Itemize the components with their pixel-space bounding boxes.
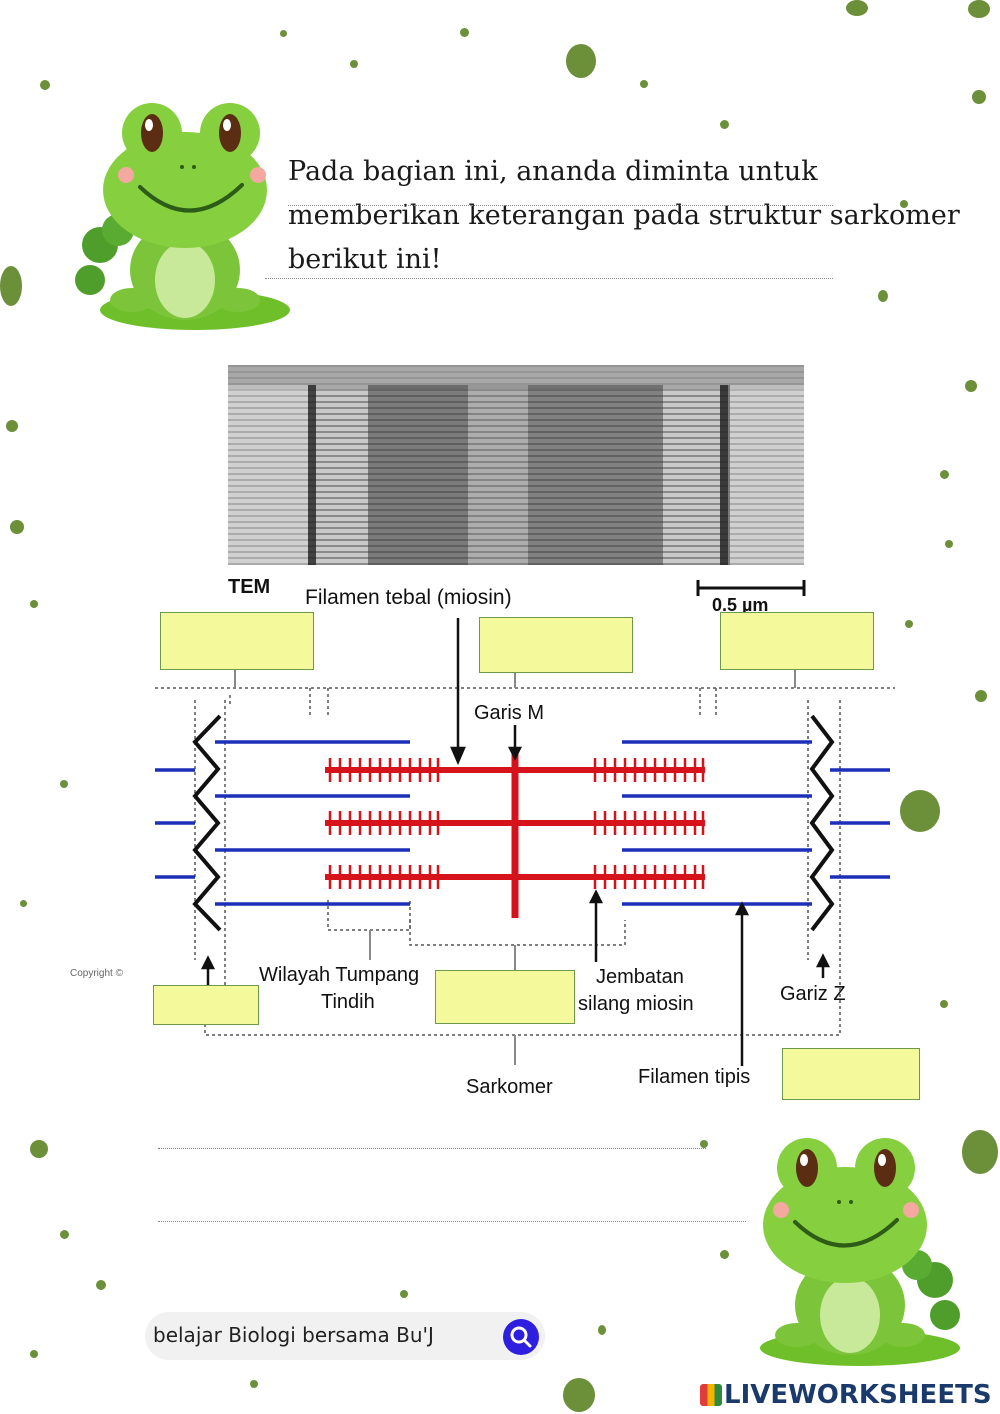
sarcomere-label: Sarkomer xyxy=(466,1076,553,1098)
speckle xyxy=(30,1140,48,1158)
answer-input-6[interactable] xyxy=(783,1049,919,1099)
instruction-line-2: memberikan keterangan pada struktur sark… xyxy=(288,200,960,231)
instruction-text: Pada bagian ini, ananda diminta untuk me… xyxy=(288,150,998,282)
speckle xyxy=(6,420,18,432)
thick-filament-label: Filamen tebal (miosin) xyxy=(305,586,512,609)
speckle xyxy=(900,790,940,832)
thin-filament-label: Filamen tipis xyxy=(638,1066,751,1088)
thin-filaments xyxy=(155,740,890,906)
speckle xyxy=(975,690,987,702)
answer-input-4[interactable] xyxy=(154,986,258,1024)
answer-box-5[interactable] xyxy=(435,970,575,1024)
speckle xyxy=(968,0,990,18)
speckle xyxy=(250,1380,258,1388)
brand-logo-icon xyxy=(700,1384,722,1406)
answer-box-3[interactable] xyxy=(720,612,874,670)
answer-box-2[interactable] xyxy=(479,617,633,673)
instruction-line-1: Pada bagian ini, ananda diminta untuk xyxy=(288,156,818,187)
speckle xyxy=(700,1140,708,1148)
speckle xyxy=(720,1250,729,1259)
speckle xyxy=(598,1325,606,1335)
sarcomere-diagram xyxy=(155,580,895,1066)
speckle xyxy=(962,1130,998,1174)
brand-text: LIVEWORKSHEETS xyxy=(724,1380,992,1410)
answer-line xyxy=(158,1221,746,1222)
speckle xyxy=(20,900,27,907)
speckle xyxy=(878,290,888,302)
thick-filaments xyxy=(325,752,705,918)
copyright-note: Copyright © xyxy=(70,968,123,979)
speckle xyxy=(972,90,986,104)
scale-bar-label: 0.5 µm xyxy=(712,595,769,615)
speckle xyxy=(460,28,469,37)
answer-input-3[interactable] xyxy=(721,613,873,669)
z-lines xyxy=(192,714,835,932)
answer-box-6[interactable] xyxy=(782,1048,920,1100)
speckle xyxy=(400,1290,408,1298)
search-bar[interactable] xyxy=(145,1312,545,1360)
speckle xyxy=(640,80,648,88)
overlap-region-label-2: Tindih xyxy=(321,991,375,1013)
instruction-line-3: berikut ini! xyxy=(288,244,442,275)
speckle xyxy=(566,44,596,78)
liveworksheets-brand: LIVEWORKSHEETS xyxy=(700,1380,992,1410)
speckle xyxy=(900,200,908,208)
speckle xyxy=(60,1230,69,1239)
speckle xyxy=(940,1000,948,1008)
speckle xyxy=(30,1350,38,1358)
scale-bar xyxy=(696,580,806,596)
dotted-divider xyxy=(288,205,833,206)
pointer-arrows xyxy=(200,618,831,1066)
connector-lines xyxy=(234,668,796,1065)
speckle xyxy=(30,600,38,608)
answer-input-1[interactable] xyxy=(161,613,313,669)
answer-input-2[interactable] xyxy=(480,618,632,672)
speckle xyxy=(720,120,729,129)
frog-mascot-bottom xyxy=(760,1138,960,1366)
tem-label: TEM xyxy=(228,576,271,598)
dotted-divider xyxy=(265,278,833,279)
frog-mascot-top xyxy=(75,103,290,330)
speckle xyxy=(563,1378,595,1412)
speckle xyxy=(96,1280,106,1290)
crossbridge-label: Jembatan xyxy=(596,966,684,988)
search-icon xyxy=(510,1326,532,1348)
z-line-label: Gariz Z xyxy=(780,983,846,1005)
crossbridge-label-2: silang miosin xyxy=(578,993,694,1015)
speckle xyxy=(60,780,68,788)
answer-box-4[interactable] xyxy=(153,985,259,1025)
speckle xyxy=(10,520,24,534)
speckle xyxy=(40,80,50,90)
answer-line xyxy=(158,1148,706,1149)
m-line-label: Garis M xyxy=(474,702,544,724)
speckle xyxy=(0,266,22,306)
speckle xyxy=(846,0,868,16)
speckle xyxy=(940,470,949,479)
speckle xyxy=(350,60,358,68)
answer-box-1[interactable] xyxy=(160,612,314,670)
answer-input-5[interactable] xyxy=(436,971,574,1023)
speckle xyxy=(905,620,913,628)
search-bar-text: belajar Biologi bersama Bu'J xyxy=(153,1323,434,1347)
speckle xyxy=(965,380,977,392)
search-button[interactable] xyxy=(503,1319,539,1355)
overlap-region-label: Wilayah Tumpang xyxy=(259,964,420,986)
speckle xyxy=(945,540,953,548)
tem-micrograph xyxy=(228,365,804,565)
speckle xyxy=(280,30,287,37)
